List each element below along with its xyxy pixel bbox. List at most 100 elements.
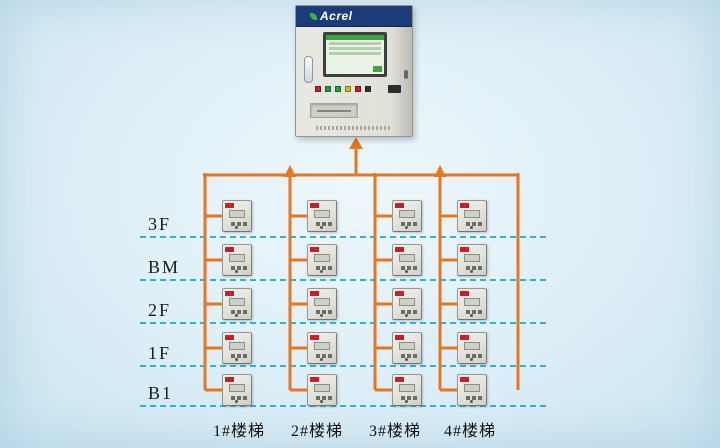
fire-monitor-unit xyxy=(392,200,422,232)
fire-monitor-unit xyxy=(307,332,337,364)
device-button xyxy=(466,310,470,314)
device-lock xyxy=(235,270,238,273)
device-display xyxy=(229,342,245,350)
fire-monitor-unit xyxy=(222,244,252,276)
device-button xyxy=(231,266,235,270)
device-brand-tag xyxy=(310,377,319,382)
device-button xyxy=(413,354,417,358)
device-button xyxy=(243,222,247,226)
fire-monitor-unit xyxy=(457,374,487,406)
device-brand-tag xyxy=(460,291,469,296)
device-brand-tag xyxy=(310,291,319,296)
device-display xyxy=(464,298,480,306)
door-handle xyxy=(404,70,408,79)
device-display xyxy=(399,210,415,218)
device-brand-tag xyxy=(225,247,234,252)
device-button xyxy=(472,266,476,270)
device-lock xyxy=(320,270,323,273)
device-brand-tag xyxy=(460,203,469,208)
fire-monitor-unit xyxy=(307,374,337,406)
device-button xyxy=(401,310,405,314)
fire-monitor-unit xyxy=(457,244,487,276)
device-brand-tag xyxy=(225,291,234,296)
cabinet-indicator-button xyxy=(315,86,321,92)
device-button xyxy=(322,396,326,400)
fire-monitor-unit xyxy=(392,332,422,364)
device-button xyxy=(316,354,320,358)
device-button xyxy=(243,266,247,270)
floor-label-1f: 1F xyxy=(148,343,172,363)
device-button xyxy=(328,222,332,226)
device-display xyxy=(229,210,245,218)
device-button xyxy=(328,396,332,400)
device-button xyxy=(466,396,470,400)
device-brand-tag xyxy=(310,335,319,340)
floor-divider-lines xyxy=(140,236,548,407)
fire-monitor-unit xyxy=(392,374,422,406)
device-button xyxy=(316,222,320,226)
cabinet-indicator-button xyxy=(325,86,331,92)
device-lock xyxy=(405,400,408,403)
device-button xyxy=(478,310,482,314)
staircase-label-3: 3#楼梯 xyxy=(368,423,422,440)
device-brand-tag xyxy=(225,377,234,382)
device-button xyxy=(316,310,320,314)
fire-monitor-unit xyxy=(307,288,337,320)
device-lock xyxy=(470,358,473,361)
device-button xyxy=(401,354,405,358)
device-button xyxy=(316,396,320,400)
device-brand-tag xyxy=(310,203,319,208)
device-lock xyxy=(405,270,408,273)
device-button xyxy=(472,222,476,226)
device-button xyxy=(237,222,241,226)
fire-monitor-unit xyxy=(457,200,487,232)
device-lock xyxy=(235,358,238,361)
floor-label-2f: 2F xyxy=(148,300,172,320)
device-lock xyxy=(470,314,473,317)
device-button xyxy=(322,310,326,314)
fire-monitor-unit xyxy=(457,288,487,320)
acrel-logo-text: Acrel xyxy=(320,9,353,23)
device-button xyxy=(316,266,320,270)
cabinet-touch-screen xyxy=(323,32,387,77)
device-lock xyxy=(470,270,473,273)
device-brand-tag xyxy=(395,335,404,340)
device-display xyxy=(229,384,245,392)
device-button xyxy=(407,222,411,226)
fire-monitor-unit xyxy=(222,200,252,232)
floor-label-b1: B1 xyxy=(148,383,174,403)
device-display xyxy=(464,384,480,392)
device-button xyxy=(401,266,405,270)
up-arrow xyxy=(349,137,363,149)
cabinet-indicator-button xyxy=(335,86,341,92)
device-brand-tag xyxy=(225,335,234,340)
device-button xyxy=(478,266,482,270)
cabinet-indicator-button xyxy=(365,86,371,92)
device-lock xyxy=(405,226,408,229)
device-button xyxy=(478,354,482,358)
floor-label-bm: BM xyxy=(148,257,181,277)
cabinet-indicator-button xyxy=(345,86,351,92)
device-display xyxy=(399,342,415,350)
device-lock xyxy=(470,400,473,403)
device-lock xyxy=(405,358,408,361)
printer-slot xyxy=(310,103,358,118)
device-button xyxy=(472,310,476,314)
device-brand-tag xyxy=(395,203,404,208)
device-brand-tag xyxy=(395,377,404,382)
device-display xyxy=(399,254,415,262)
device-display xyxy=(314,254,330,262)
device-display xyxy=(229,298,245,306)
fire-monitor-unit xyxy=(222,332,252,364)
staircase-label-1: 1#楼梯 xyxy=(212,423,266,440)
staircase-label-2: 2#楼梯 xyxy=(290,423,344,440)
control-cabinet: Acrel xyxy=(295,5,413,137)
fire-monitor-unit xyxy=(222,288,252,320)
device-button xyxy=(407,354,411,358)
device-button xyxy=(478,222,482,226)
device-brand-tag xyxy=(310,247,319,252)
device-display xyxy=(399,298,415,306)
device-display xyxy=(314,384,330,392)
device-display xyxy=(464,210,480,218)
device-button xyxy=(407,310,411,314)
